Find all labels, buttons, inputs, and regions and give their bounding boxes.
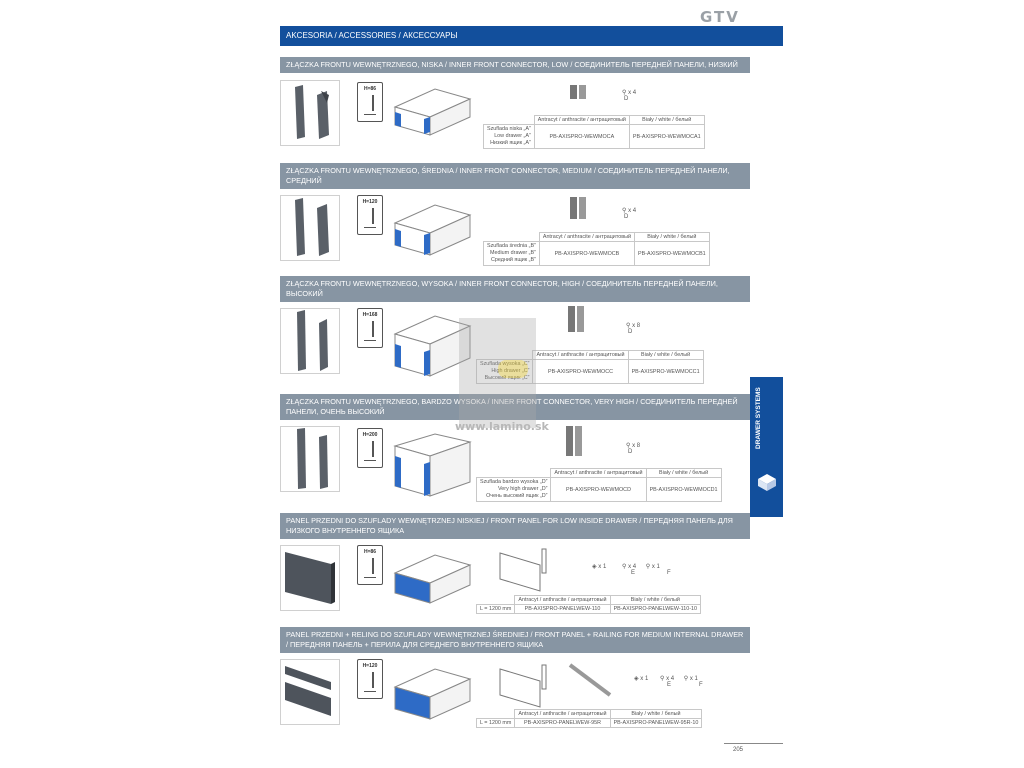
section-front-panel-low: PANEL PRZEDNI DO SZUFLADY WEWNĘTRZNEJ NI… xyxy=(280,513,783,621)
drawer-illustration xyxy=(385,553,475,618)
brand-logo: GTV xyxy=(700,8,740,26)
pin-icon: ⚲ xyxy=(683,676,689,682)
screw-icon: ⚲ xyxy=(622,90,627,96)
connector-parts xyxy=(564,424,586,460)
drawer-illustration xyxy=(385,314,475,389)
product-code: PB-AXISPRO-WEWMOCC xyxy=(532,359,629,384)
section-connector-medium: ZŁĄCZKA FRONTU WEWNĘTRZNEGO, ŚREDNIA / I… xyxy=(280,163,783,268)
screw-icon: ⚲ xyxy=(659,676,665,682)
side-tab: DRAWER SYSTEMS xyxy=(750,377,783,517)
section-title: ZŁĄCZKA FRONTU WEWNĘTRZNEGO, WYSOKA / IN… xyxy=(280,276,750,302)
product-code: PB-AXISPRO-WEWMOCC1 xyxy=(627,359,704,384)
screw-icon: ⚲ xyxy=(626,323,631,329)
product-code: PB-AXISPRO-PANELWEW-95R xyxy=(514,718,611,728)
product-code: PB-AXISPRO-WEWMOCB1 xyxy=(633,241,710,266)
screw-icon: ⚲ xyxy=(621,564,627,570)
pin-icon: ⚲ xyxy=(645,564,651,570)
section-connector-low: ZŁĄCZKA FRONTU WEWNĘTRZNEGO, NISKA / INN… xyxy=(280,57,783,157)
watermark-text: www.lamino.sk xyxy=(455,420,549,433)
product-code: PB-AXISPRO-PANELWEW-110 xyxy=(514,604,611,614)
panel-drawing xyxy=(496,547,552,599)
section-title: PANEL PRZEDNI + RELING DO SZUFLADY WEWNĘ… xyxy=(280,627,750,653)
panel-drawing xyxy=(496,663,552,715)
drawer-illustration xyxy=(385,87,475,147)
height-indicator: H=120 xyxy=(357,659,383,699)
connector-image xyxy=(280,308,340,374)
panel-image xyxy=(280,545,340,611)
section-title: ZŁĄCZKA FRONTU WEWNĘTRZNEGO, ŚREDNIA / I… xyxy=(280,163,750,189)
section-title: ZŁĄCZKA FRONTU WEWNĘTRZNEGO, NISKA / INN… xyxy=(280,57,750,73)
height-indicator: H=86 xyxy=(357,545,383,585)
drawer-illustration xyxy=(385,203,475,268)
section-front-panel-railing: PANEL PRZEDNI + RELING DO SZUFLADY WEWNĘ… xyxy=(280,627,783,739)
product-code: PB-AXISPRO-WEWMOCB xyxy=(538,241,635,266)
product-code: PB-AXISPRO-WEWMOCA xyxy=(533,124,630,149)
section-connector-high: ZŁĄCZKA FRONTU WEWNĘTRZNEGO, WYSOKA / IN… xyxy=(280,276,783,388)
product-code: PB-AXISPRO-WEWMOCA1 xyxy=(628,124,705,149)
drawer-illustration xyxy=(385,667,475,732)
panel-image xyxy=(280,659,340,725)
connector-image xyxy=(280,426,340,492)
drawer-illustration xyxy=(385,432,475,507)
connector-image xyxy=(280,195,340,261)
page-header: AKCESORIA / ACCESSORIES / АКСЕССУАРЫ xyxy=(280,26,783,46)
side-tab-label: DRAWER SYSTEMS xyxy=(755,387,762,449)
height-indicator: H=86 xyxy=(357,82,383,122)
page-number: 205 xyxy=(733,747,744,753)
height-indicator: H=168 xyxy=(357,308,383,348)
clip-icon: ◈ xyxy=(592,564,597,570)
screw-icon: ⚲ xyxy=(626,443,631,449)
section-title: PANEL PRZEDNI DO SZUFLADY WEWNĘTRZNEJ NI… xyxy=(280,513,750,539)
product-code: PB-AXISPRO-PANELWEW-110-10 xyxy=(609,604,702,614)
connector-image xyxy=(280,80,340,146)
clip-icon: ◈ xyxy=(634,676,639,682)
section-connector-very-high: ZŁĄCZKA FRONTU WEWNĘTRZNEGO, BARDZO WYSO… xyxy=(280,394,783,506)
drawer-systems-icon xyxy=(758,474,776,491)
product-code: PB-AXISPRO-PANELWEW-95R-10 xyxy=(609,718,703,728)
height-indicator: H=200 xyxy=(357,428,383,468)
railing-drawing xyxy=(566,661,616,703)
screw-icon: ⚲ xyxy=(622,208,627,214)
connector-parts xyxy=(568,83,590,103)
height-indicator: H=120 xyxy=(357,195,383,235)
footer-divider xyxy=(724,743,783,744)
connector-parts xyxy=(566,304,588,336)
section-title: ZŁĄCZKA FRONTU WEWNĘTRZNEGO, BARDZO WYSO… xyxy=(280,394,750,420)
watermark-highlight xyxy=(498,360,528,378)
product-code: PB-AXISPRO-WEWMOCD1 xyxy=(645,477,722,502)
product-code: PB-AXISPRO-WEWMOCD xyxy=(550,477,647,502)
watermark-shape xyxy=(459,318,536,428)
connector-parts xyxy=(568,195,590,223)
